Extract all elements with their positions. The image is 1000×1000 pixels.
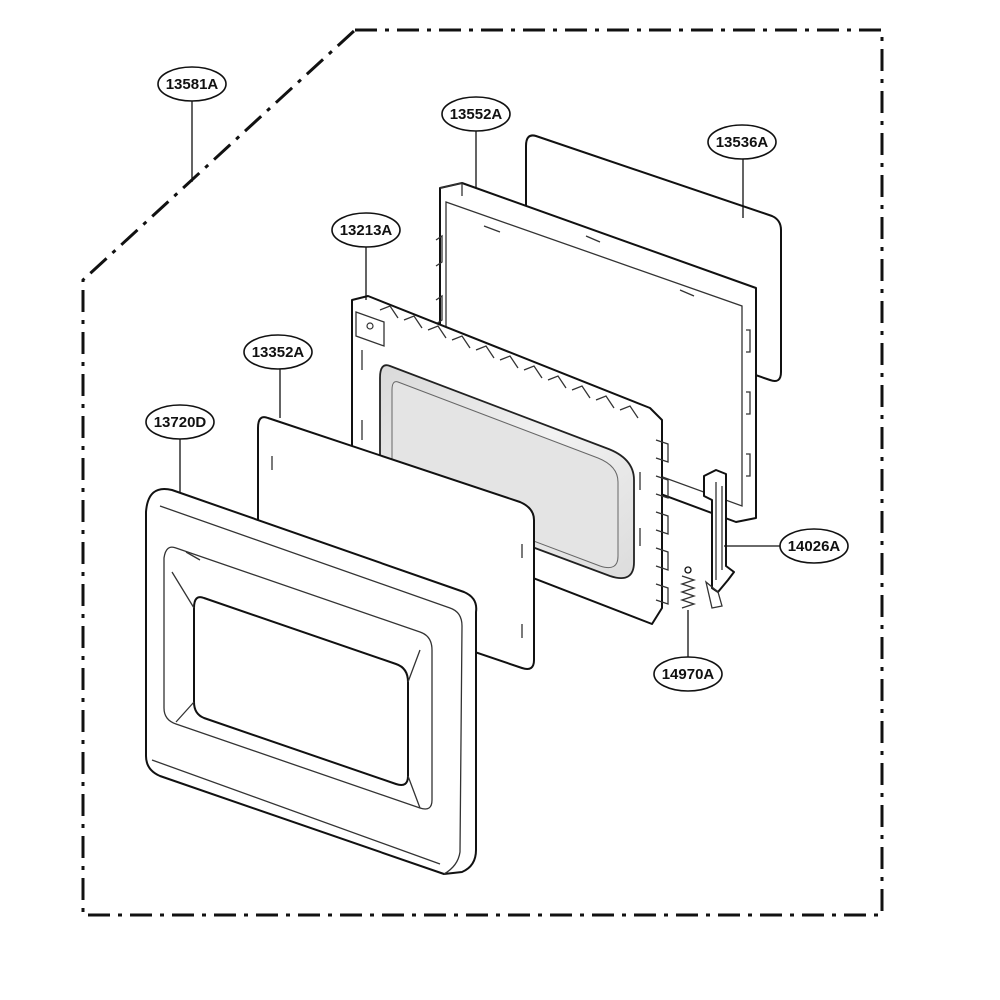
part-13213A-inner-door <box>351 295 669 625</box>
callout-label: 14970A <box>662 666 715 683</box>
callout-label: 14026A <box>788 538 841 555</box>
callout-13536A[interactable]: 13536A <box>707 124 777 160</box>
part-14970A-spring <box>679 566 697 609</box>
callout-label: 13352A <box>252 344 305 361</box>
callout-14970A[interactable]: 14970A <box>653 656 723 692</box>
callout-label: 13720D <box>154 414 207 431</box>
callout-14026A[interactable]: 14026A <box>779 528 849 564</box>
callout-13581A[interactable]: 13581A <box>157 66 227 102</box>
callout-13213A[interactable]: 13213A <box>331 212 401 248</box>
callout-label: 13552A <box>450 106 503 123</box>
callout-label: 13581A <box>166 76 219 93</box>
callout-13352A[interactable]: 13352A <box>243 334 313 370</box>
callout-13720D[interactable]: 13720D <box>145 404 215 440</box>
callout-label: 13536A <box>716 134 769 151</box>
part-13720D-door-front <box>145 488 478 875</box>
assembly-boundary <box>81 28 884 917</box>
callout-label: 13213A <box>340 222 393 239</box>
callout-13552A[interactable]: 13552A <box>441 96 511 132</box>
part-14026A-latch <box>703 469 735 609</box>
leader-lines <box>179 100 780 658</box>
